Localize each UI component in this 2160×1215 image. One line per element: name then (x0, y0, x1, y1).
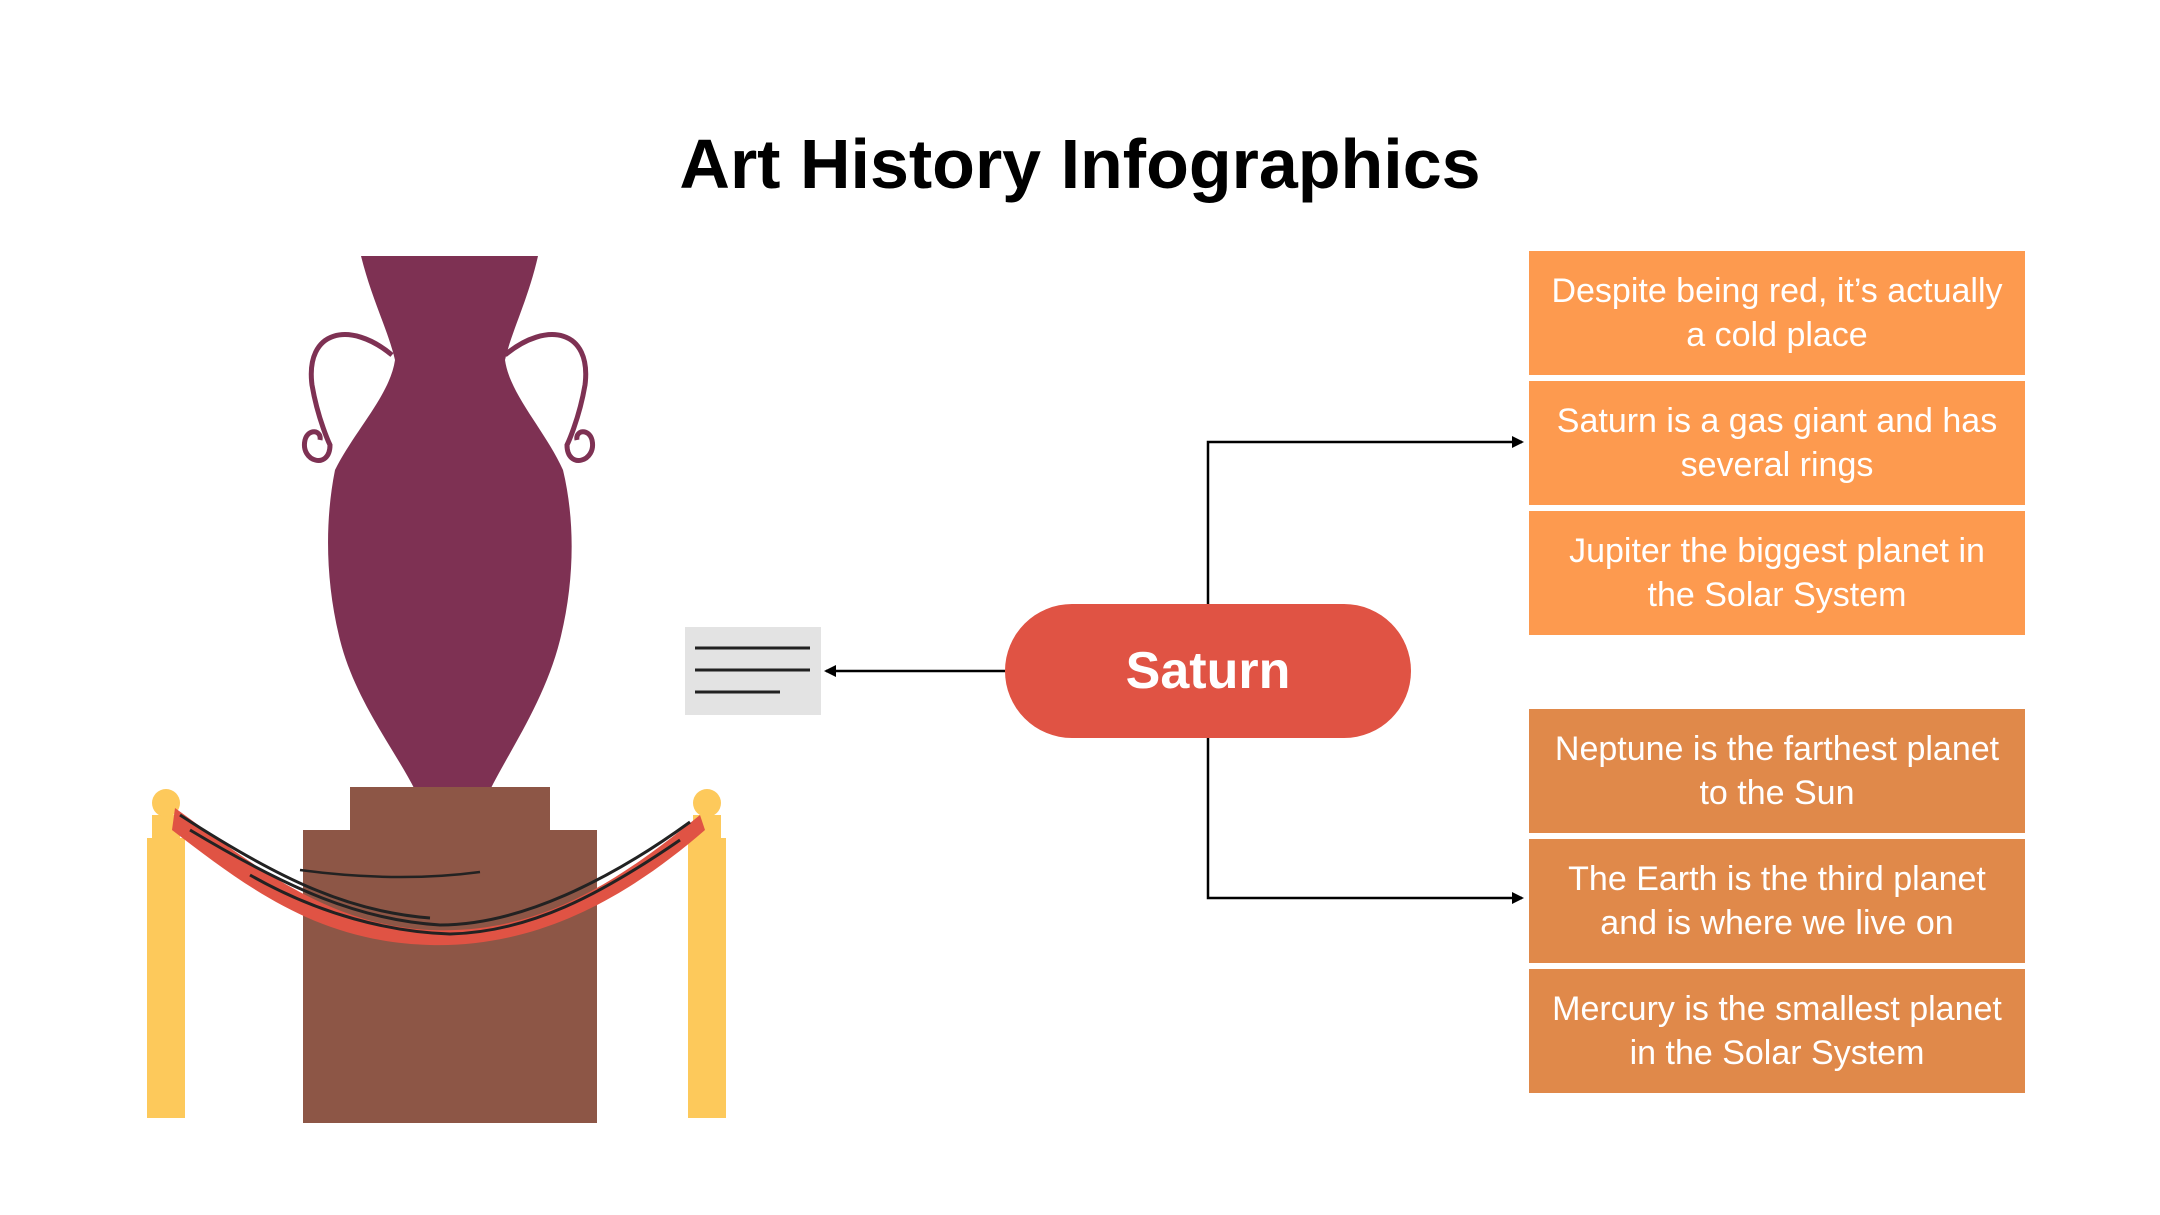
slide-title: Art History Infographics (679, 125, 1481, 203)
connector-to-bottom-group (1206, 738, 1524, 904)
fact-box-top-3: Jupiter the biggest planet in the Solar … (1529, 511, 2025, 635)
center-node-saturn: Saturn (1005, 604, 1411, 738)
fact-box-top-2: Saturn is a gas giant and has several ri… (1529, 381, 2025, 505)
document-lines-icon (685, 627, 821, 715)
fact-box-bottom-1: Neptune is the farthest planet to the Su… (1529, 709, 2025, 833)
stanchion-left (147, 789, 185, 1118)
connector-to-top-group (1206, 436, 1524, 604)
velvet-rope (172, 808, 705, 946)
pedestal (303, 787, 597, 1123)
stanchion-right (688, 789, 726, 1118)
fact-box-top-1: Despite being red, it’s actually a cold … (1529, 251, 2025, 375)
fact-box-bottom-3: Mercury is the smallest planet in the So… (1529, 969, 2025, 1093)
vase-icon (302, 256, 595, 790)
connectors (824, 436, 1524, 904)
fact-box-bottom-2: The Earth is the third planet and is whe… (1529, 839, 2025, 963)
